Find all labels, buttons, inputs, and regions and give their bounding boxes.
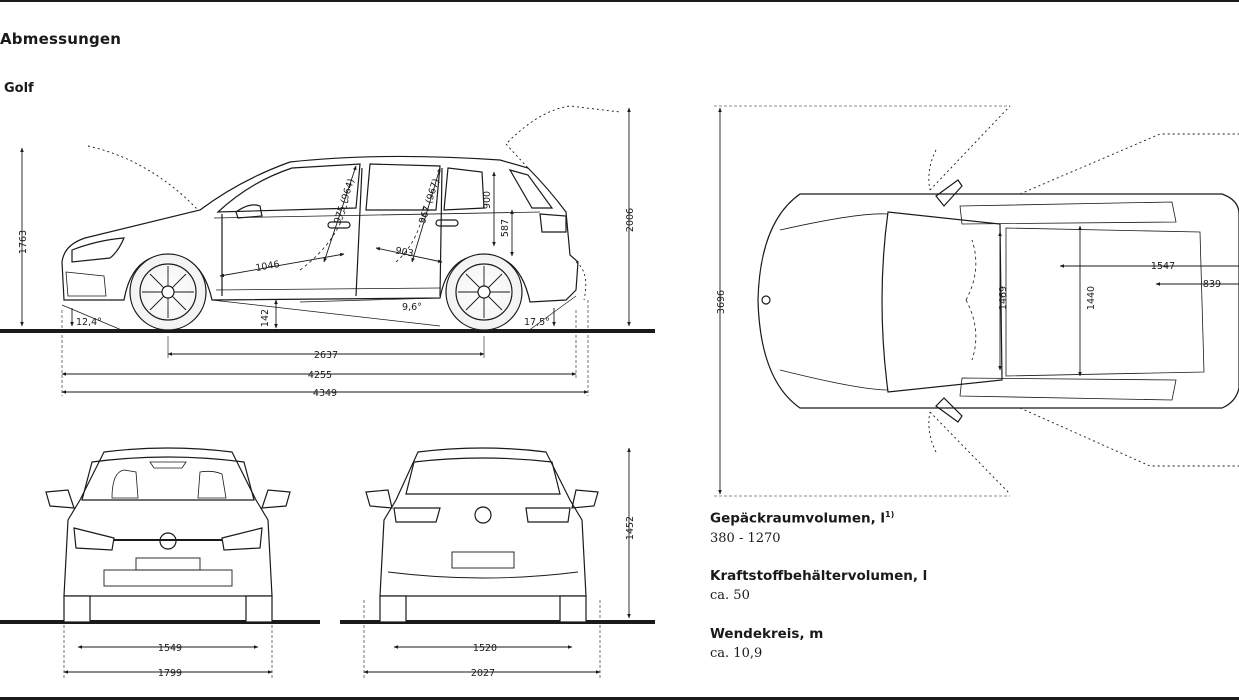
front-body-outline: [63, 447, 273, 597]
front-mirrors: [45, 489, 291, 509]
side-front-wheel: [129, 253, 207, 331]
spec-luggage-footnote: 1): [885, 510, 895, 519]
label-ground-clearance: 142: [260, 309, 271, 327]
side-rear-wheel: [445, 253, 523, 331]
label-front-track: 1549: [158, 643, 182, 654]
frame-top-rule: [0, 0, 1239, 2]
label-front-legroom: 1046: [255, 259, 281, 274]
front-windscreen: [81, 456, 255, 501]
label-load-sill: 587: [500, 219, 511, 237]
spec-turning-circle: Wendekreis, m ca. 10,9: [710, 626, 823, 661]
spec-luggage: Gepäckraumvolumen, l1) 380 - 1270: [710, 510, 894, 546]
top-dimension-lines: [718, 107, 1239, 495]
label-length-total: 4349: [313, 388, 337, 399]
side-hatch-glass: [508, 169, 554, 209]
label-hatch-height: 900: [482, 191, 493, 209]
rear-lights: [393, 507, 571, 523]
rear-view: [340, 447, 655, 680]
top-view: [714, 105, 1239, 497]
front-view: [0, 447, 320, 680]
label-approach-angle: 12,4°: [76, 317, 102, 328]
label-rear-legroom: 903: [395, 246, 415, 260]
label-length: 4255: [308, 370, 332, 381]
spec-turning-circle-value: ca. 10,9: [710, 646, 763, 661]
label-rear-height: 1452: [625, 516, 636, 540]
label-ramp-angle: 9,6°: [402, 302, 422, 313]
rear-body-outline: [379, 447, 587, 597]
top-windscreen-roof: [881, 211, 1003, 393]
label-load-width: 839: [1203, 279, 1221, 290]
label-departure-angle: 17,5°: [524, 317, 550, 328]
label-front-width: 1799: [158, 668, 182, 679]
spec-luggage-label: Gepäckraumvolumen, l1): [710, 510, 895, 527]
label-side-height: 1763: [18, 230, 29, 254]
side-quarter-window: [443, 167, 485, 211]
model-name: Golf: [4, 81, 34, 96]
label-top-length: 3696: [716, 290, 727, 314]
spec-fuel-tank: Kraftstoffbehältervolumen, l ca. 50: [710, 568, 927, 603]
front-headlights: [73, 527, 263, 551]
rear-window: [405, 457, 561, 495]
side-dimension-lines: [20, 107, 631, 394]
label-load-length: 1547: [1151, 261, 1175, 272]
rear-dimension-lines: [363, 447, 631, 674]
spec-fuel-tank-label: Kraftstoffbehältervolumen, l: [710, 568, 928, 584]
label-rear-shoulder: 1440: [1086, 286, 1097, 310]
top-mirrors: [935, 179, 963, 423]
page-title: Abmessungen: [0, 30, 122, 48]
label-rear-track: 1520: [473, 643, 497, 654]
front-dimension-lines: [63, 645, 273, 674]
label-height-open-hatch: 2006: [625, 208, 636, 232]
spec-luggage-value: 380 - 1270: [710, 530, 781, 546]
label-wheelbase: 2637: [314, 350, 338, 361]
spec-fuel-tank-value: ca. 50: [710, 588, 750, 603]
frame-bottom-rule: [0, 697, 1239, 700]
top-roof: [1005, 227, 1205, 377]
label-front-shoulder: 1469: [998, 286, 1009, 310]
rear-mirrors: [365, 489, 599, 509]
label-rear-width: 2027: [471, 668, 495, 679]
spec-turning-circle-label: Wendekreis, m: [710, 626, 824, 642]
dimension-labels: 1763 2006 2637 4255 4349 142 12,4° 17,5°…: [18, 177, 1221, 679]
